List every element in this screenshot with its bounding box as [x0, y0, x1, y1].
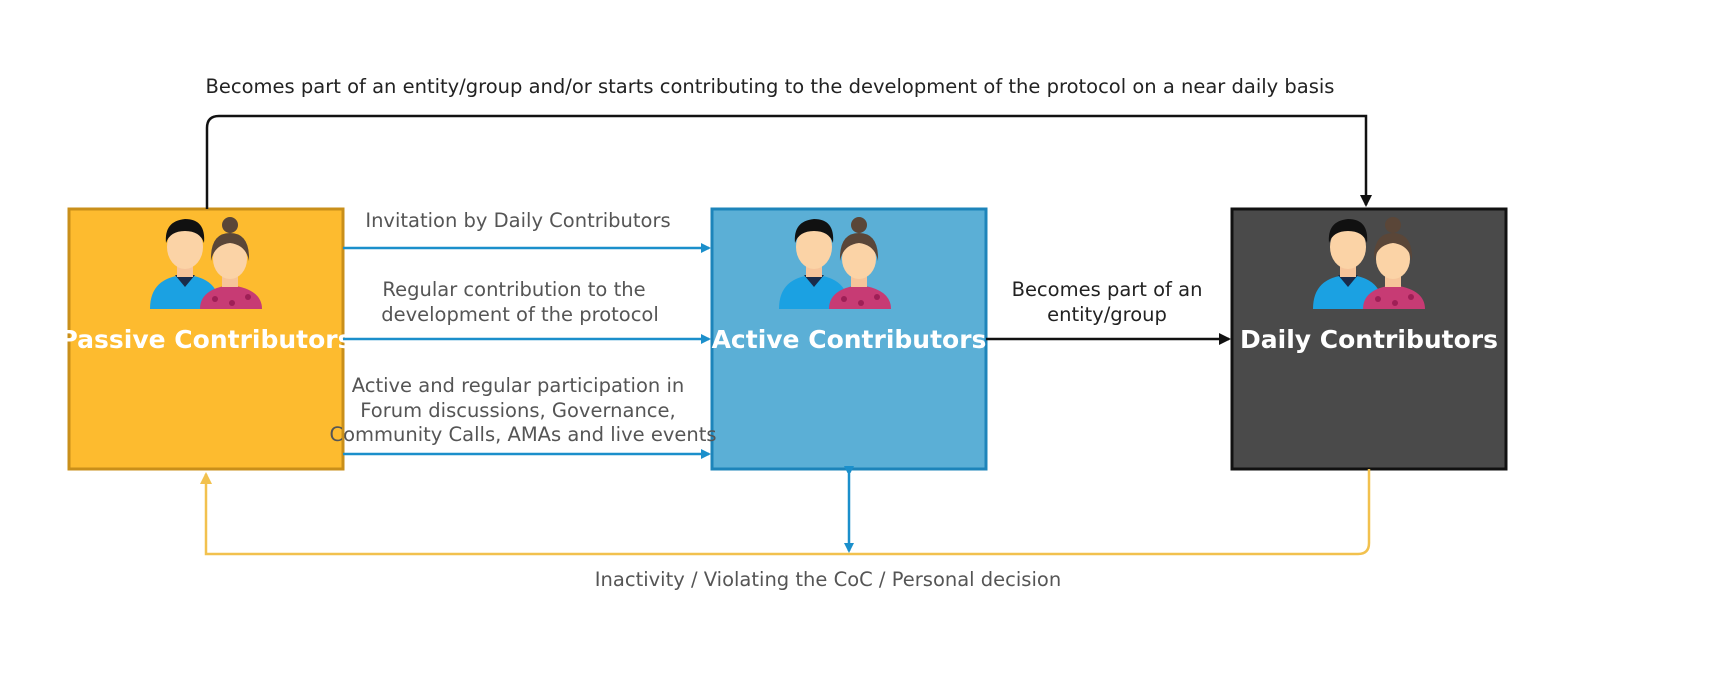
entity-label-line1: Becomes part of an [1012, 278, 1203, 301]
daily-contributors-box [1230, 207, 1508, 471]
invitation-label: Invitation by Daily Contributors [365, 209, 670, 232]
return-arrow [200, 469, 1371, 556]
passive-contributors-title: Passive Contributors [59, 325, 352, 354]
participation-label-line1: Active and regular participation in [352, 374, 685, 397]
entity-label-line2: entity/group [1047, 303, 1167, 326]
top-arrow [205, 114, 1372, 209]
daily-contributors-title: Daily Contributors [1240, 325, 1498, 354]
return-arrow-label: Inactivity / Violating the CoC / Persona… [595, 568, 1061, 591]
active-contributors-title: Active Contributors [712, 325, 987, 354]
participation-label-line2: Forum discussions, Governance, [360, 399, 675, 422]
regular-contribution-label-line1: Regular contribution to the [382, 278, 645, 301]
regular-contribution-label-line2: development of the protocol [381, 303, 659, 326]
top-arrow-label: Becomes part of an entity/group and/or s… [206, 75, 1335, 98]
passive-contributors-box [67, 207, 345, 471]
participation-label-line3: Community Calls, AMAs and live events [329, 423, 716, 446]
